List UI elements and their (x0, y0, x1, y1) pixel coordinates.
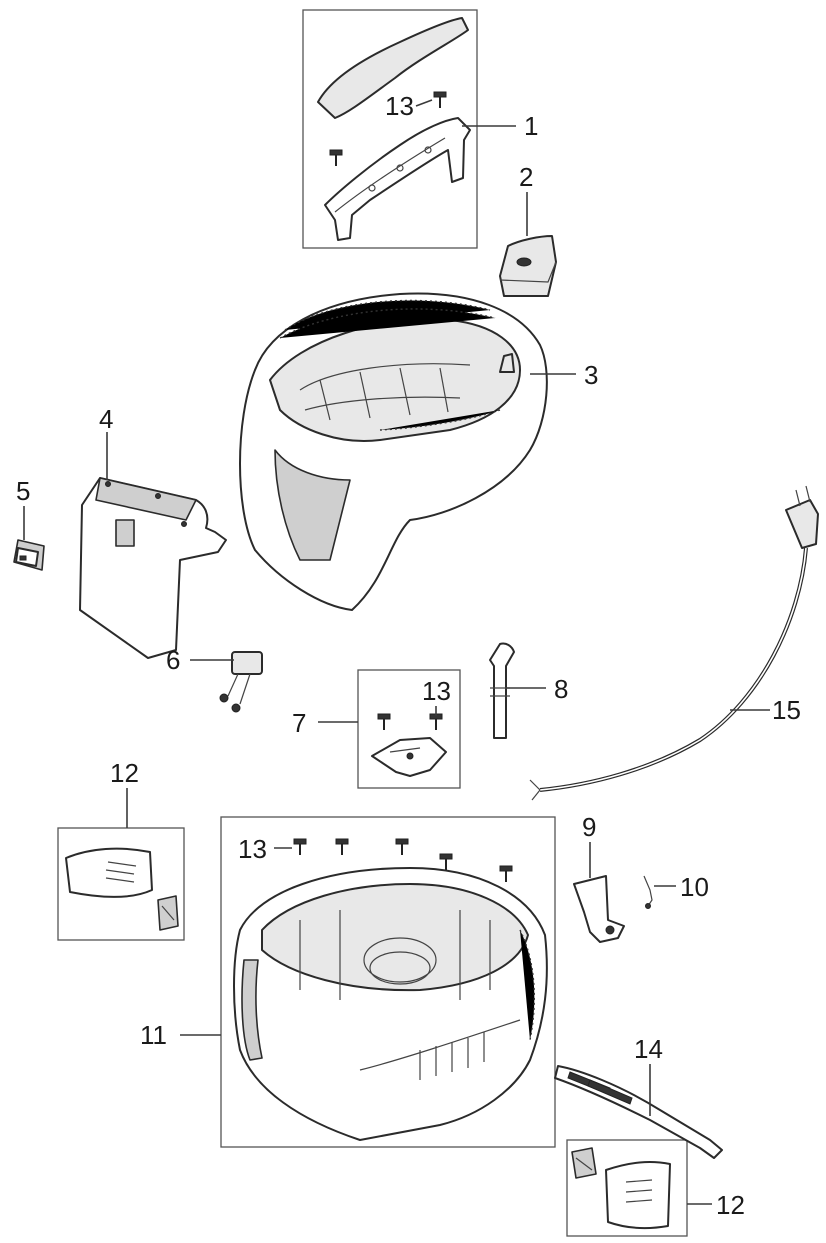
part-number-4: 4 (99, 404, 113, 434)
screw-icon (439, 853, 453, 870)
base-housing-part (233, 867, 548, 1141)
part-number-13: 13 (238, 834, 267, 864)
part-number-10: 10 (680, 872, 709, 902)
cover-clip-part-right (571, 1147, 671, 1230)
part-number-12: 12 (110, 758, 139, 788)
power-cord-part (529, 485, 819, 801)
rocker-switch-part (13, 539, 45, 571)
handle-assembly-box (302, 9, 478, 249)
part-number-13: 13 (385, 91, 414, 121)
screw-icon (377, 713, 391, 730)
upper-housing-part (239, 292, 548, 611)
screw-icon (499, 865, 513, 882)
part-number-1: 1 (524, 111, 538, 141)
screw-icon (429, 713, 443, 730)
screw-icon (433, 91, 447, 108)
cover-clip-box-left (57, 827, 185, 941)
screw-icon (335, 838, 349, 855)
cover-clip-part-left (65, 847, 179, 931)
base-housing-box (220, 816, 556, 1148)
handle-part (317, 17, 471, 241)
part-number-15: 15 (772, 695, 801, 725)
screw-icon (293, 838, 307, 855)
part-number-12: 12 (716, 1190, 745, 1220)
part-number-7: 7 (292, 708, 306, 738)
part-number-5: 5 (16, 476, 30, 506)
screw-icon (329, 149, 343, 166)
tube-part (489, 642, 515, 739)
knob-cap-part (499, 235, 557, 297)
part-number-14: 14 (634, 1034, 663, 1064)
control-panel-part (79, 477, 227, 659)
part-number-3: 3 (584, 360, 598, 390)
screw-icon (395, 838, 409, 855)
part-number-2: 2 (519, 162, 533, 192)
part-number-8: 8 (554, 674, 568, 704)
part-number-6: 6 (166, 645, 180, 675)
clip-assembly-part (371, 737, 447, 777)
clip-assembly-box (357, 669, 461, 789)
strap-part (554, 1065, 723, 1159)
capacitor-part (219, 651, 263, 713)
cover-clip-box-right (566, 1139, 688, 1237)
part-number-13: 13 (422, 676, 451, 706)
part-number-9: 9 (582, 812, 596, 842)
leader-lines (23, 99, 770, 1205)
bracket-part (573, 875, 625, 943)
spring-wire-part (643, 875, 653, 909)
part-number-11: 11 (140, 1020, 167, 1050)
